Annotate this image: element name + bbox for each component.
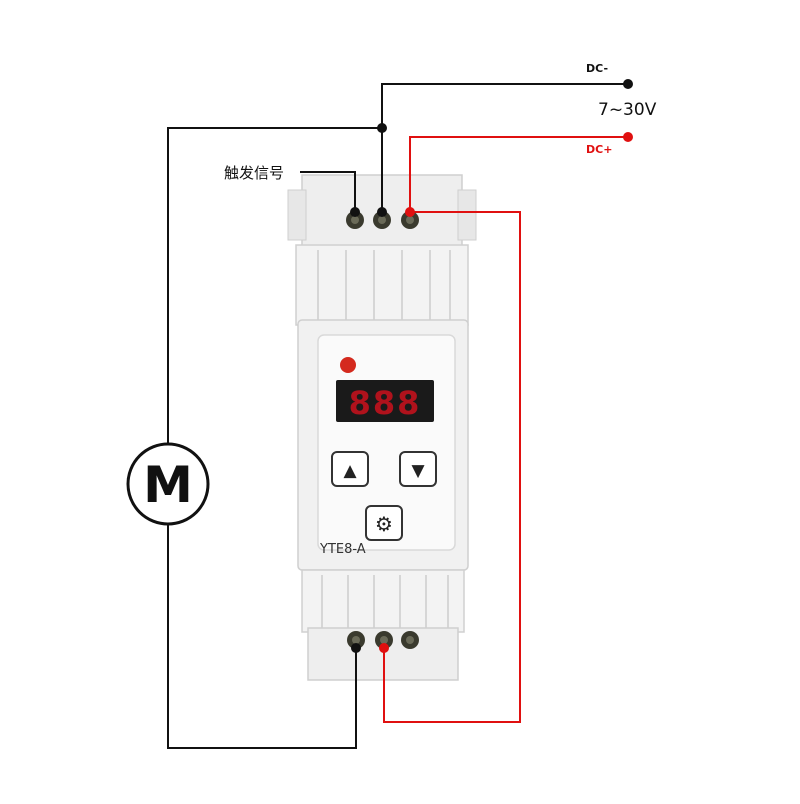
down-arrow-icon: ▼ xyxy=(411,461,425,481)
dc-minus-label: DC- xyxy=(586,62,608,75)
negative-wire xyxy=(167,83,628,749)
status-led xyxy=(340,357,356,373)
positive-wire xyxy=(383,136,628,723)
display-digits: 888 xyxy=(349,384,422,422)
voltage-label: 7~30V xyxy=(598,100,657,120)
motor-symbol: M xyxy=(126,442,210,526)
motor-label: M xyxy=(143,456,193,514)
gear-icon: ⚙ xyxy=(375,512,393,536)
dc-plus-label: DC+ xyxy=(586,143,612,156)
dc-minus-terminal-dot xyxy=(623,79,633,89)
up-arrow-icon: ▲ xyxy=(343,461,357,481)
top-screw-terminals xyxy=(346,207,419,229)
junction-dot xyxy=(377,123,387,133)
set-button[interactable]: ⚙ xyxy=(365,505,403,541)
dc-plus-terminal-dot xyxy=(623,132,633,142)
model-label: YTE8-A xyxy=(319,542,366,557)
relay-module xyxy=(287,174,477,681)
trigger-signal-label: 触发信号 xyxy=(224,164,284,182)
upper-ribs xyxy=(295,244,469,326)
up-button[interactable]: ▲ xyxy=(331,451,369,487)
down-button[interactable]: ▼ xyxy=(399,451,437,487)
seven-segment-display xyxy=(336,380,434,422)
bottom-screw-terminals xyxy=(347,631,419,653)
lower-ribs xyxy=(301,569,465,633)
